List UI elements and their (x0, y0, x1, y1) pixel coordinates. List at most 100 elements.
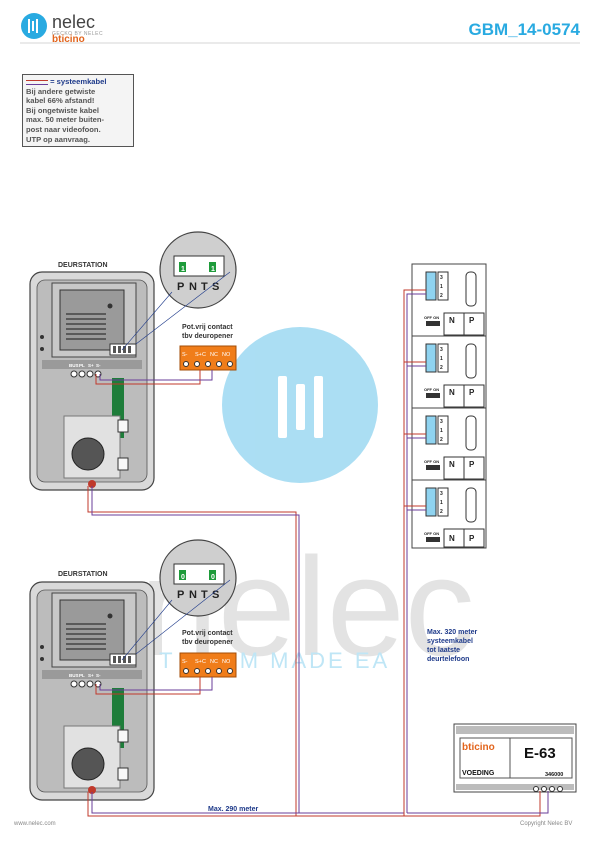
svg-text:1: 1 (440, 500, 443, 506)
note-line: post naar videofoon. (26, 124, 101, 134)
svg-text:N: N (189, 281, 197, 293)
svg-text:N: N (449, 316, 455, 325)
svg-text:S-: S- (96, 363, 101, 368)
svg-text:P: P (469, 460, 475, 469)
svg-text:3: 3 (440, 491, 443, 497)
svg-text:S+: S+ (88, 673, 94, 678)
svg-text:2: 2 (440, 293, 443, 299)
max-320-annotation: Max. 320 meter systeemkabel tot laatste … (427, 629, 478, 663)
note-line: max. 50 meter buiten- (26, 115, 105, 125)
svg-text:PL: PL (79, 363, 85, 368)
bus-terminals-1 (70, 370, 102, 378)
note-line: UTP op aanvraag. (26, 134, 91, 144)
svg-text:3: 3 (440, 419, 443, 425)
svg-text:OFF ON: OFF ON (424, 315, 439, 320)
contact-block-1: S- S+ C NC NO (179, 345, 237, 371)
door-station-1: P N T S BUS PL S+ S- (29, 271, 155, 491)
svg-text:P: P (469, 534, 475, 543)
brand-subtitle: GECKO BY NELEC (52, 31, 104, 37)
contact-1-label-line1: Pot.vrij contact (182, 324, 233, 331)
zoom-detail-2: 0 0 P N T S (121, 539, 237, 661)
svg-text:NC: NC (210, 659, 218, 665)
svg-text:VOEDING: VOEDING (462, 770, 495, 777)
svg-text:S+: S+ (195, 352, 202, 358)
door-station-1-label: DEURSTATION (58, 262, 108, 269)
svg-text:E-63: E-63 (524, 745, 556, 762)
svg-text:0: 0 (211, 574, 215, 581)
note-heading: = systeemkabel (26, 77, 130, 87)
note-line: Bij ongetwiste kabel (26, 105, 100, 115)
svg-text:C: C (202, 659, 206, 665)
svg-text:N: N (449, 460, 455, 469)
power-supply-e63 (453, 723, 577, 793)
svg-text:T: T (201, 281, 208, 293)
brand-name: nelec (52, 12, 96, 32)
svg-text:2: 2 (440, 437, 443, 443)
svg-text:NO: NO (222, 659, 231, 665)
svg-text:0: 0 (181, 574, 185, 581)
svg-text:PL: PL (79, 673, 85, 678)
svg-text:P: P (469, 316, 475, 325)
svg-text:1: 1 (181, 266, 185, 273)
system-cables (87, 289, 549, 817)
contact-1-label-line2: tbv deuropener (182, 333, 233, 340)
svg-text:NC: NC (210, 352, 218, 358)
nelec-logo-icon (21, 13, 47, 39)
svg-text:P: P (177, 281, 184, 293)
note-line: kabel 66% afstand! (26, 96, 95, 106)
svg-text:S-: S- (182, 659, 188, 665)
svg-text:2: 2 (440, 509, 443, 515)
svg-text:S+: S+ (88, 363, 94, 368)
footer-copyright: Copyright Nelec BV (520, 821, 573, 827)
contact-2-label-line2: tbv deuropener (182, 639, 233, 646)
svg-text:N: N (449, 388, 455, 397)
svg-text:NO: NO (222, 352, 231, 358)
svg-text:3: 3 (440, 347, 443, 353)
door-station-2-label: DEURSTATION (58, 571, 108, 578)
door-station-2: P N T S BUS PL S+ S- (29, 581, 155, 801)
svg-text:C: C (202, 352, 206, 358)
svg-text:P: P (469, 388, 475, 397)
svg-text:1: 1 (440, 428, 443, 434)
cable-note: = systeemkabel Bij andere getwiste kabel… (22, 74, 134, 148)
document-id: GBM_14-0574 (468, 20, 580, 39)
svg-text:346000: 346000 (545, 772, 563, 778)
svg-text:1: 1 (440, 284, 443, 290)
svg-text:P: P (177, 589, 184, 601)
handset-3 (411, 407, 487, 481)
svg-text:bticino: bticino (462, 742, 495, 753)
camera-module-1 (59, 289, 125, 351)
svg-text:BUS: BUS (69, 363, 79, 368)
note-line: Bij andere getwiste (26, 86, 96, 96)
svg-text:S: S (212, 281, 219, 293)
call-button-1 (71, 437, 105, 471)
contact-2-label-line1: Pot.vrij contact (182, 630, 233, 637)
svg-text:N: N (189, 589, 197, 601)
svg-text:S+: S+ (195, 659, 202, 665)
svg-text:BUS: BUS (69, 673, 79, 678)
svg-text:3: 3 (440, 275, 443, 281)
svg-text:OFF ON: OFF ON (424, 459, 439, 464)
svg-text:S: S (212, 589, 219, 601)
svg-text:S-: S- (182, 352, 188, 358)
handset-2 (411, 335, 487, 409)
max-290-annotation: Max. 290 meter (208, 806, 259, 813)
handset-1 (411, 263, 487, 337)
svg-text:T: T (201, 589, 208, 601)
svg-text:S-: S- (96, 673, 101, 678)
watermark-logo-icon (222, 327, 378, 483)
call-button-2 (71, 747, 105, 781)
svg-text:1: 1 (440, 356, 443, 362)
svg-text:1: 1 (211, 266, 215, 273)
zoom-detail-1: 1 1 P N T S (121, 231, 237, 351)
handset-4 (411, 479, 487, 549)
contact-block-2: S- S+ C NC NO (179, 652, 237, 678)
svg-text:OFF ON: OFF ON (424, 531, 439, 536)
svg-text:OFF ON: OFF ON (424, 387, 439, 392)
svg-text:2: 2 (440, 365, 443, 371)
footer-website: www.nelec.com (14, 821, 56, 827)
svg-text:N: N (449, 534, 455, 543)
cable-legend-icon (26, 79, 48, 85)
handset-stack (411, 263, 487, 549)
